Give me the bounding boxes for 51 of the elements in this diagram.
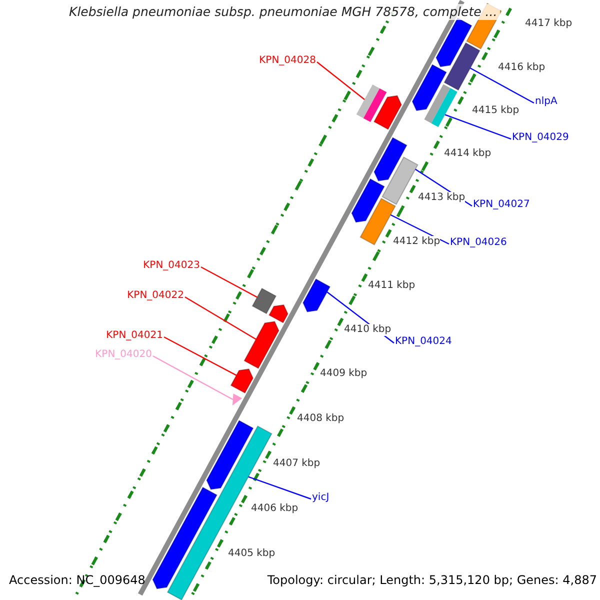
gene-label: KPN_04024 — [395, 336, 452, 348]
title: Klebsiella pneumoniae subsp. pneumoniae MGH 78578, complete ... — [66, 4, 500, 20]
tick-label: 4414 kbp — [444, 148, 492, 160]
tick-label: 4413 kbp — [418, 192, 466, 204]
tick-label: 4416 kbp — [498, 62, 546, 74]
accession-text: Accession: NC_009648 — [9, 573, 146, 588]
gene-label: KPN_04020 — [95, 349, 152, 361]
gene-label: KPN_04023 — [143, 260, 200, 272]
tick-label: 4408 kbp — [297, 413, 344, 425]
tick-label: 4405 kbp — [228, 548, 276, 560]
tick-label: 4412 kbp — [393, 236, 440, 248]
gene-bar — [356, 84, 387, 122]
tick-label: 4417 kbp — [525, 18, 572, 30]
gene-feature — [436, 17, 472, 68]
gene-feature — [268, 304, 288, 324]
gene-label: KPN_04022 — [127, 290, 184, 302]
gene-label: yicJ — [312, 492, 330, 504]
leader-line — [200, 266, 258, 298]
gene-label: nlpA — [535, 96, 558, 108]
gene-label: KPN_04026 — [450, 237, 507, 249]
leader-line — [152, 355, 234, 400]
gene-feature — [206, 420, 254, 490]
tick-label: 4411 kbp — [368, 280, 416, 292]
gene-feature — [302, 278, 331, 312]
gene-feature — [230, 368, 254, 394]
gene-bar — [424, 84, 458, 128]
gene-label: KPN_04029 — [512, 132, 569, 144]
gene-label: KPN_04027 — [473, 199, 530, 211]
leader-line — [470, 68, 534, 104]
map-info-text: Topology: circular; Length: 5,315,120 bp; Genes: 4,887 — [267, 573, 597, 588]
tick-label: 4409 kbp — [320, 368, 368, 380]
leader-line — [316, 62, 365, 100]
gene-feature — [373, 95, 402, 130]
gene-bar — [444, 42, 480, 91]
tick-label: 4407 kbp — [273, 458, 320, 470]
leader-line — [164, 336, 237, 376]
tick-label: 4415 kbp — [472, 105, 520, 117]
tick-label: 4406 kbp — [251, 503, 298, 515]
gene-feature — [152, 486, 218, 590]
leader-line — [444, 114, 512, 140]
leader-line — [184, 296, 256, 340]
leader-line — [248, 476, 312, 500]
leader-line — [390, 214, 450, 245]
gene-label: KPN_04021 — [106, 330, 163, 342]
gene-feature — [374, 136, 408, 182]
tick-label: 4410 kbp — [344, 324, 392, 336]
gene-feature — [244, 320, 280, 370]
gene-feature — [412, 64, 448, 112]
gene-triangle — [232, 394, 242, 406]
gene-label: KPN_04028 — [259, 55, 316, 67]
gene-feature — [351, 178, 386, 223]
